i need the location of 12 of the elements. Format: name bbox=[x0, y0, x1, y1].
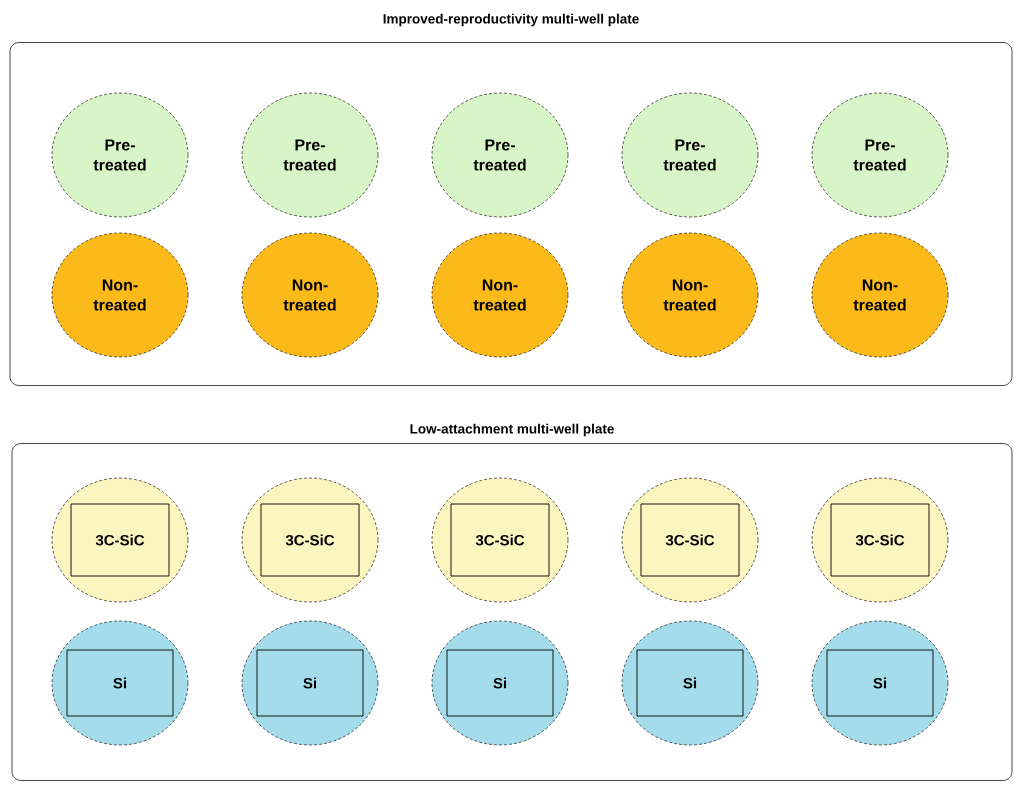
sample-box: Si bbox=[636, 649, 744, 717]
sample-box: Si bbox=[446, 649, 554, 717]
sample-box: Si bbox=[826, 649, 934, 717]
sample-box: Si bbox=[66, 649, 174, 717]
sample-box: 3C-SiC bbox=[640, 503, 740, 577]
sample-box: 3C-SiC bbox=[260, 503, 360, 577]
sample-box: 3C-SiC bbox=[70, 503, 170, 577]
sample-box: 3C-SiC bbox=[450, 503, 550, 577]
plate-title: Low-attachment multi-well plate bbox=[410, 423, 614, 437]
sample-box: Si bbox=[256, 649, 364, 717]
sample-box: 3C-SiC bbox=[830, 503, 930, 577]
plate-title: Improved-reproductivity multi-well plate bbox=[383, 13, 639, 27]
